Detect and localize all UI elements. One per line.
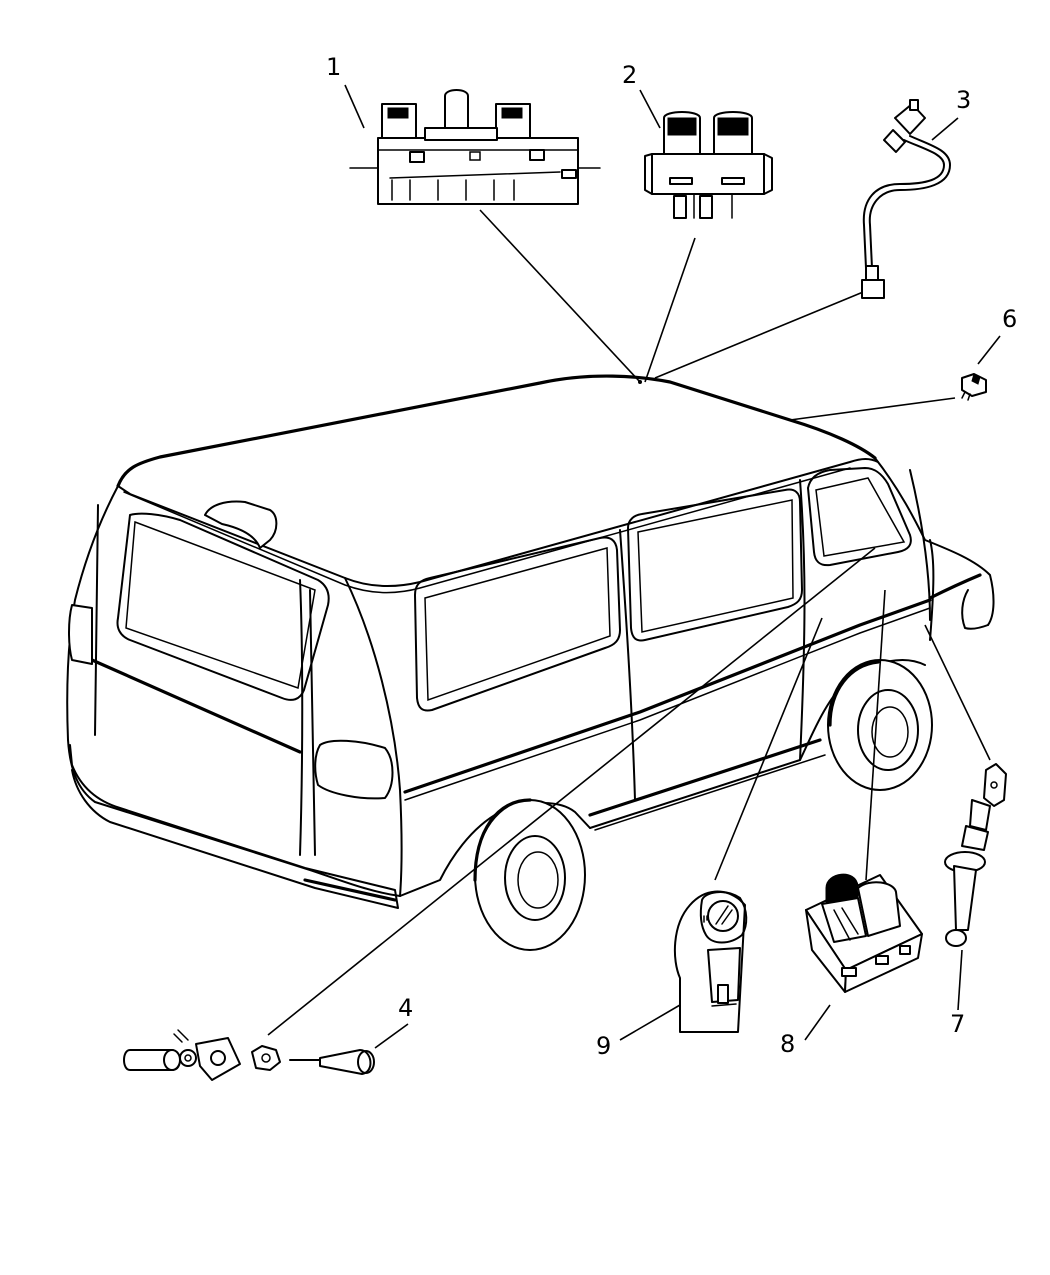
leader-lines xyxy=(267,209,991,1036)
callout-labels: 1 2 3 4 6 7 8 9 xyxy=(326,53,1017,1060)
part-2-dual-rocker-switch[interactable] xyxy=(644,111,773,219)
van-illustration xyxy=(66,374,995,951)
callout-1: 1 xyxy=(326,53,341,81)
part-4-lock-cylinder[interactable] xyxy=(123,1029,375,1081)
part-9-seat-heater-switch[interactable] xyxy=(673,890,748,1033)
part-6-clip-switch[interactable] xyxy=(961,373,987,401)
callout-2: 2 xyxy=(622,61,637,89)
callout-ticks xyxy=(344,84,1001,1049)
part-1-switch-panel[interactable] xyxy=(349,89,601,205)
part-7-plunger-switch[interactable] xyxy=(944,763,1007,947)
callout-7: 7 xyxy=(950,1010,965,1038)
callout-9: 9 xyxy=(596,1032,611,1060)
part-3-wired-switch[interactable] xyxy=(861,99,951,299)
callout-8: 8 xyxy=(780,1030,795,1058)
part-8-rocker-block[interactable] xyxy=(805,873,923,993)
callout-3: 3 xyxy=(956,86,971,114)
callout-4: 4 xyxy=(398,994,413,1022)
callout-6: 6 xyxy=(1002,305,1017,333)
